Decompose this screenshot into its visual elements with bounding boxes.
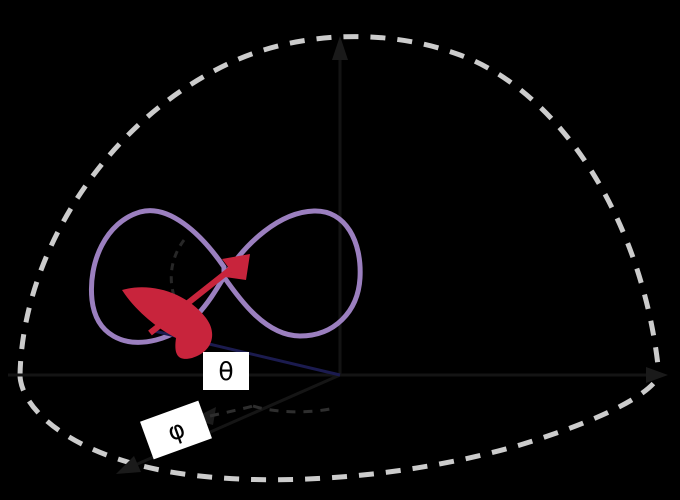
x-axis-arrowhead — [646, 367, 668, 383]
dashed-dome-arc — [17, 34, 662, 377]
theta-angle-label: θ — [203, 352, 249, 390]
radial-vector-arrowhead — [218, 254, 250, 280]
phi-arc-tail — [209, 404, 254, 418]
z-axis-arrowhead — [332, 36, 348, 60]
theta-angle-arc — [169, 239, 186, 297]
phi-angle-arc — [252, 404, 331, 414]
dashed-base-ellipse — [17, 374, 662, 483]
y-axis-arrowhead — [116, 456, 141, 474]
